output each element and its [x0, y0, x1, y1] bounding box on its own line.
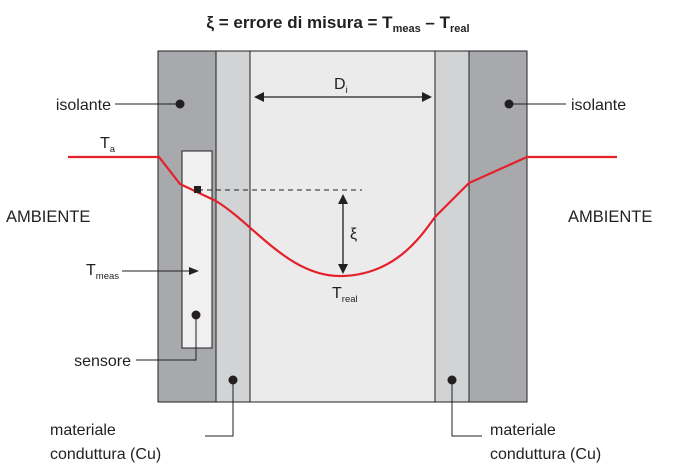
- pipe-wall-left: [215, 50, 251, 403]
- dot-materiale-right: [447, 375, 457, 385]
- pipe-wall-right: [434, 50, 470, 403]
- tmeas-point-marker: [194, 186, 201, 193]
- label-materiale-right-line1: materiale: [490, 422, 556, 439]
- label-treal: Treal: [332, 285, 358, 305]
- tmeas-pointer-arrow: [122, 267, 199, 275]
- label-sensore: sensore: [74, 353, 131, 370]
- diagram-title: ξ = errore di misura = Tmeas – Treal: [206, 13, 469, 35]
- diameter-arrow: [254, 92, 432, 102]
- label-isolante-right: isolante: [571, 97, 626, 114]
- dot-isolante-left: [175, 99, 185, 109]
- label-materiale-right-line2: conduttura (Cu): [490, 446, 601, 463]
- label-isolante-left: isolante: [56, 97, 111, 114]
- error-arrow: [338, 194, 348, 274]
- label-materiale-left-line2: conduttura (Cu): [50, 446, 161, 463]
- label-tmeas: Tmeas: [86, 262, 119, 282]
- label-di: Di: [334, 76, 348, 96]
- leader-sensore: [136, 319, 197, 361]
- label-materiale-left-line1: materiale: [50, 422, 116, 439]
- leader-materiale-right: [451, 384, 482, 437]
- leader-materiale-left: [205, 384, 234, 437]
- label-ambiente-right: AMBIENTE: [568, 208, 652, 226]
- label-ambiente-left: AMBIENTE: [6, 208, 90, 226]
- dot-sensore: [191, 310, 201, 320]
- label-ta: Ta: [100, 135, 116, 155]
- dot-isolante-right: [504, 99, 514, 109]
- dot-materiale-left: [228, 375, 238, 385]
- temperature-profile: [68, 155, 617, 278]
- insulation-right: [468, 50, 528, 403]
- label-xi: ξ: [350, 226, 357, 243]
